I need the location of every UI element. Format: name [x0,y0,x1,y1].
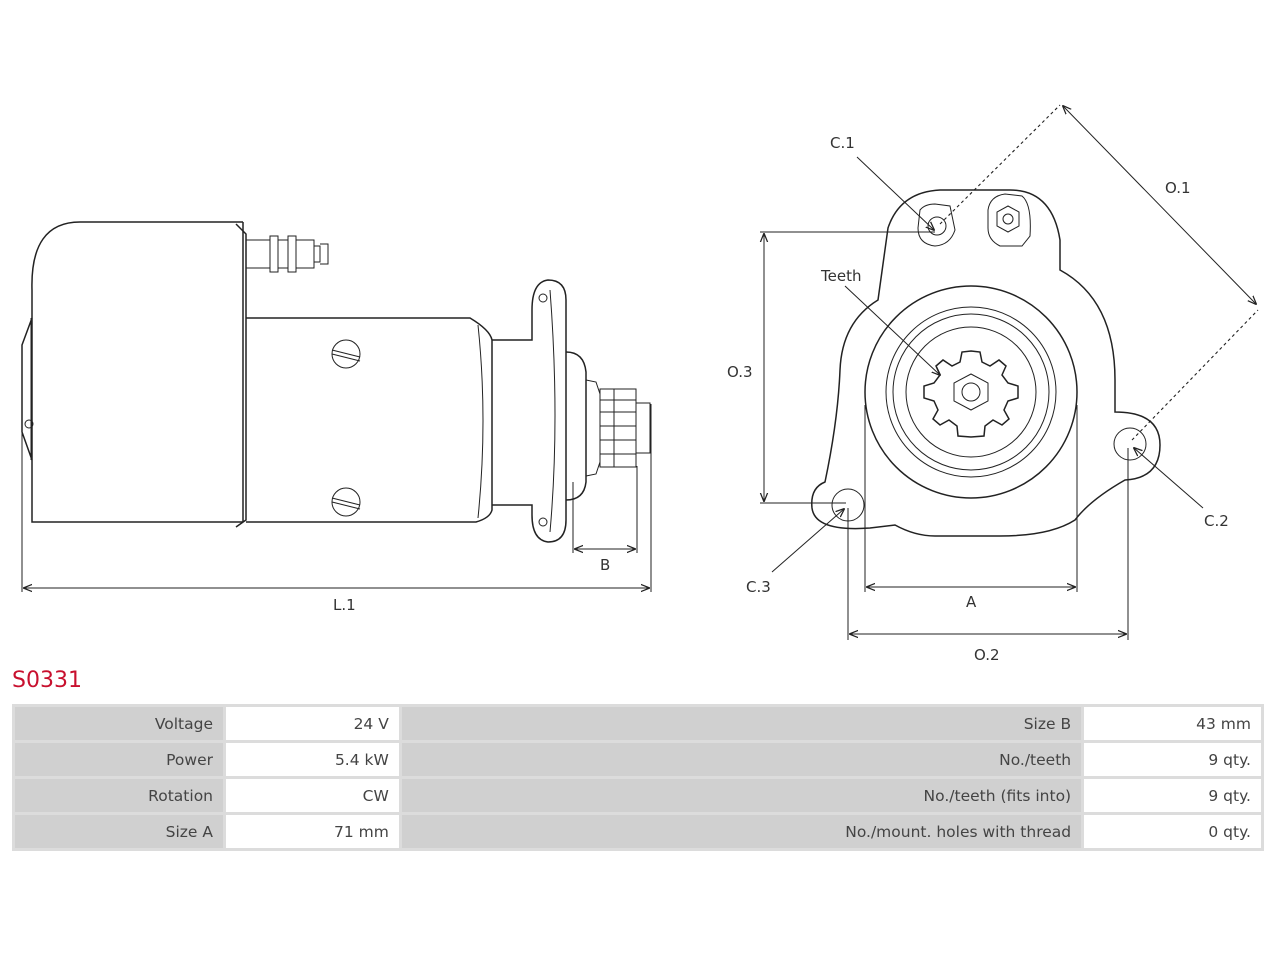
spec-value: 71 mm [226,815,399,848]
leader-label-teeth: Teeth [820,267,861,285]
spec-value: 24 V [226,707,399,740]
table-row: Power 5.4 kW No./teeth 9 qty. [15,743,1261,776]
spec-value: 9 qty. [1084,743,1261,776]
dim-label-o2: O.2 [974,646,1000,664]
spec-value: 0 qty. [1084,815,1261,848]
spec-label: Size A [15,815,223,848]
spec-value: 9 qty. [1084,779,1261,812]
spec-value: 43 mm [1084,707,1261,740]
spec-label: No./mount. holes with thread [401,815,1082,848]
spec-value: CW [226,779,399,812]
part-number: S0331 [12,668,82,693]
spec-label: Voltage [15,707,223,740]
leader-label-c3: C.3 [746,578,771,596]
side-view: L.1 B [21,221,652,614]
dim-label-l1: L.1 [333,596,356,614]
dim-label-b: B [600,556,610,574]
leader-label-c1: C.1 [830,134,855,152]
spec-label: No./teeth (fits into) [401,779,1082,812]
spec-label: Size B [401,707,1082,740]
spec-label: Power [15,743,223,776]
dim-label-a: A [966,593,977,611]
specs-table: Voltage 24 V Size B 43 mm Power 5.4 kW N… [12,704,1264,851]
starter-motor-technical-drawing: L.1 B O.1 [21,0,1259,664]
table-row: Size A 71 mm No./mount. holes with threa… [15,815,1261,848]
leader-label-c2: C.2 [1204,512,1229,530]
spec-value: 5.4 kW [226,743,399,776]
table-row: Rotation CW No./teeth (fits into) 9 qty. [15,779,1261,812]
spec-label: No./teeth [401,743,1082,776]
front-view: O.1 O.3 A O.2 C.1 Teeth C.2 C.3 [727,105,1259,664]
dim-label-o3: O.3 [727,363,753,381]
spec-label: Rotation [15,779,223,812]
dim-label-o1: O.1 [1165,179,1191,197]
table-row: Voltage 24 V Size B 43 mm [15,707,1261,740]
